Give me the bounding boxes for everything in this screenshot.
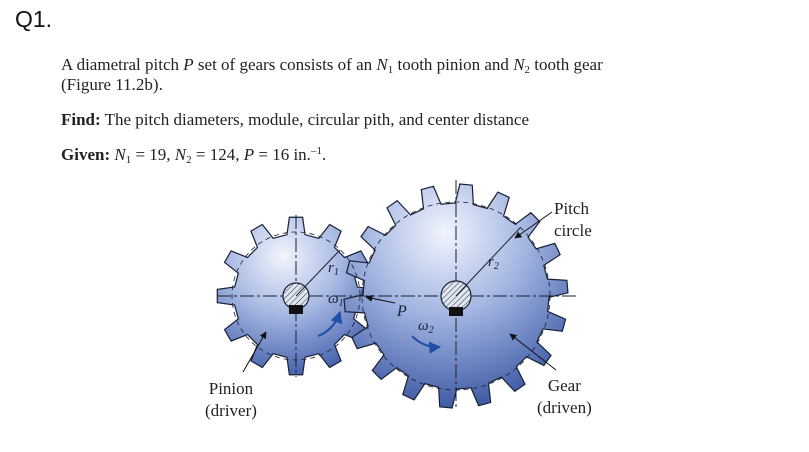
find-line: Find: The pitch diameters, module, circu… bbox=[61, 110, 529, 130]
given-label: Given: bbox=[61, 145, 111, 164]
given-line: Given: N1 = 19, N2 = 124, P = 16 in.–1. bbox=[61, 145, 327, 166]
subscript-1: 1 bbox=[387, 64, 394, 76]
symbol-N1: N bbox=[376, 55, 388, 74]
question-number: Q1. bbox=[15, 6, 53, 32]
given-n1-value: = 19, bbox=[131, 145, 175, 164]
given-symbol-N1: N bbox=[114, 145, 126, 164]
gear-label: Gear (driven) bbox=[537, 375, 592, 419]
statement-text-3: tooth pinion and bbox=[393, 55, 514, 74]
pinion-leader bbox=[242, 331, 267, 373]
statement-text-1: A diametral pitch bbox=[61, 55, 184, 74]
problem-statement-line-1: A diametral pitch P set of gears consist… bbox=[61, 55, 603, 76]
given-end: . bbox=[321, 145, 327, 164]
given-subscript-1: 1 bbox=[125, 154, 132, 166]
pinion-label-line-1: Pinion bbox=[208, 379, 254, 398]
r2-label: r2 bbox=[488, 254, 499, 272]
gear-rotation-arrow bbox=[411, 335, 442, 354]
pinion-label: Pinion (driver) bbox=[205, 378, 257, 422]
symbol-P: P bbox=[183, 55, 194, 74]
pitch-point-label: P bbox=[396, 303, 407, 320]
pinion-radius-line bbox=[295, 249, 341, 297]
pitch-circle-leader bbox=[514, 211, 553, 239]
pinion-rotation-arrow bbox=[317, 310, 343, 337]
statement-text-2: set of gears consists of an bbox=[193, 55, 377, 74]
find-text: The pitch diameters, module, circular pi… bbox=[100, 110, 529, 129]
pitch-label-line-2: circle bbox=[554, 221, 592, 240]
gear-key bbox=[449, 307, 463, 316]
given-subscript-2: 2 bbox=[186, 154, 192, 166]
omega1-label: ω1 bbox=[328, 291, 344, 309]
gear-label-line-2: (driven) bbox=[537, 398, 592, 417]
given-symbol-P: P bbox=[243, 145, 255, 164]
pitch-circle-label: Pitch circle bbox=[554, 198, 592, 242]
gear-label-line-1: Gear bbox=[547, 376, 581, 395]
symbol-N2: N bbox=[513, 55, 525, 74]
problem-statement-line-2: (Figure 11.2b). bbox=[61, 75, 163, 94]
find-label: Find: bbox=[61, 110, 101, 129]
given-n2-value: = 124, bbox=[191, 145, 244, 164]
pitch-point-leader bbox=[365, 294, 396, 304]
pinion-key bbox=[289, 305, 303, 314]
r1-label: r1 bbox=[328, 260, 339, 278]
given-symbol-N2: N bbox=[174, 145, 187, 164]
statement-text-4: tooth gear bbox=[530, 55, 603, 74]
pitch-label-line-1: Pitch bbox=[554, 199, 589, 218]
given-p-exponent: –1 bbox=[310, 145, 322, 157]
omega2-label: ω2 bbox=[418, 318, 434, 336]
given-p-value: = 16 in. bbox=[254, 145, 311, 164]
subscript-2: 2 bbox=[524, 64, 531, 76]
gear-radius-line bbox=[455, 227, 521, 297]
gear-leader bbox=[509, 333, 557, 371]
pinion-label-line-2: (driver) bbox=[205, 401, 257, 420]
